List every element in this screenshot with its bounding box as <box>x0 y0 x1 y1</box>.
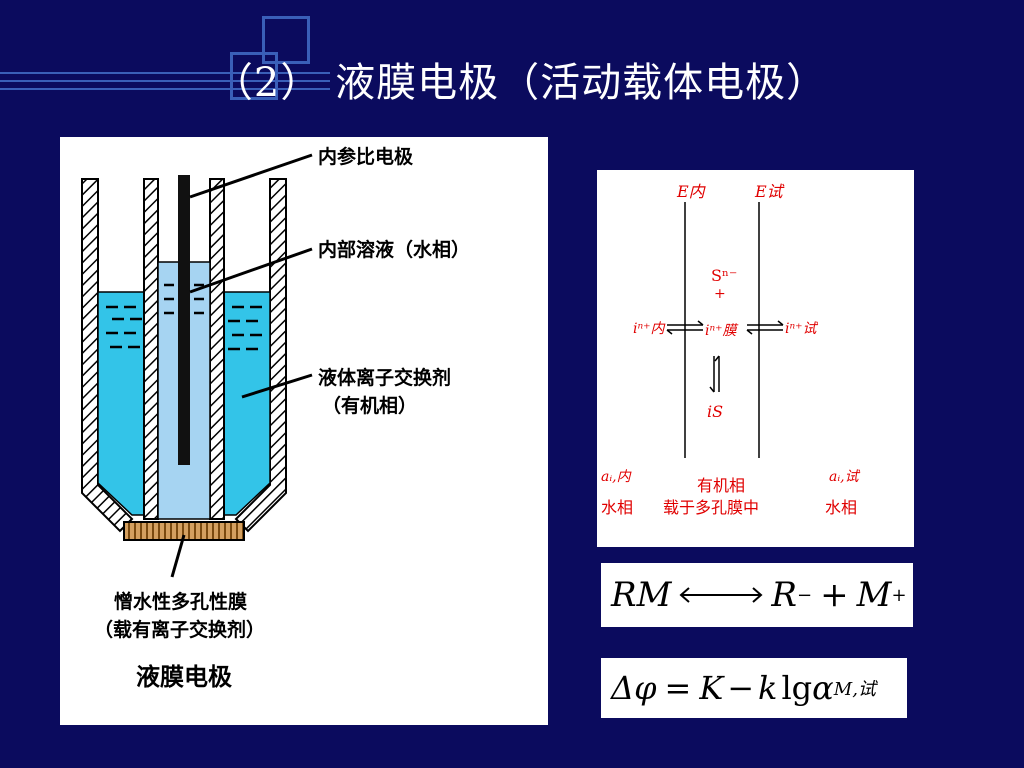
label-i-test: iⁿ⁺试 <box>785 321 817 337</box>
leader-lines <box>170 153 313 578</box>
electrode-diagram-panel: 内参比电极 内部溶液（水相） 液体离子交换剂 （有机相） 憎水性多孔性膜 （载有… <box>60 137 548 725</box>
label-i-inner: iⁿ⁺内 <box>633 321 665 337</box>
inner-reference-electrode <box>178 175 190 465</box>
label-organic-phase: 有机相 <box>697 476 746 495</box>
label-e-test: E试 <box>755 182 783 201</box>
label-organic-phase: （有机相） <box>322 395 418 417</box>
diagram-caption: 液膜电极 <box>136 663 232 691</box>
label-membrane-content: （载有离子交换剂） <box>94 619 266 641</box>
scheme-lines <box>666 202 784 458</box>
outer-tube-wall-right <box>234 178 287 533</box>
decor-line <box>0 80 330 82</box>
decor-square <box>230 52 278 100</box>
label-a-inner: aᵢ,内 <box>601 469 631 485</box>
label-ion-exchanger: 液体离子交换剂 <box>318 367 452 389</box>
label-inner-solution: 内部溶液（水相） <box>318 239 471 261</box>
eq2-minus: − <box>727 669 755 707</box>
label-in-porous-membrane: 载于多孔膜中 <box>663 498 760 517</box>
eq1-plus: + <box>820 575 849 615</box>
equation-dissociation: RM R− + M+ <box>601 563 913 627</box>
eq2-k-const: K <box>699 669 724 707</box>
eq2-alpha: α <box>812 669 834 707</box>
label-water-phase-right: 水相 <box>825 498 858 517</box>
label-water-phase-left: 水相 <box>601 498 634 517</box>
outer-tube-wall-left <box>81 178 134 533</box>
liquid-dashes <box>106 283 262 351</box>
slide-title: （2） 液膜电极（活动载体电极） <box>212 60 828 106</box>
label-porous-membrane: 憎水性多孔性膜 <box>114 591 248 613</box>
ion-exchange-scheme: E内 E试 Sⁿ⁻ + iⁿ⁺内 iⁿ⁺膜 iⁿ⁺试 iS aᵢ,内 aᵢ,试 … <box>597 170 914 547</box>
inner-tube-wall-right <box>209 178 225 520</box>
equilibrium-arrows <box>666 320 784 393</box>
label-inner-reference-electrode: 内参比电极 <box>318 146 414 168</box>
eq2-equals: = <box>664 669 692 707</box>
eq1-lhs: RM <box>611 575 672 615</box>
label-is: iS <box>707 402 724 421</box>
double-arrow-icon <box>679 587 763 603</box>
label-a-test: aᵢ,试 <box>829 469 859 485</box>
label-i-membrane: iⁿ⁺膜 <box>705 323 737 339</box>
decor-square <box>262 16 310 64</box>
label-e-inner: E内 <box>677 182 705 201</box>
eq1-plus-sup: + <box>891 584 907 606</box>
inner-tube-wall-left <box>143 178 159 520</box>
decor-line <box>0 88 330 90</box>
eq2-delta-phi: Δφ <box>611 669 657 707</box>
label-s-anion: Sⁿ⁻ <box>711 266 738 285</box>
eq2-k: k <box>758 669 778 707</box>
electrode-diagram <box>81 153 313 578</box>
decor-line <box>0 72 330 74</box>
eq2-subscript: M,试 <box>833 679 876 700</box>
eq1-m: M <box>856 575 892 615</box>
eq1-r: R <box>771 575 798 615</box>
label-plus: + <box>714 286 726 302</box>
eq2-lg: lg <box>781 669 813 707</box>
eq1-minus: − <box>797 584 813 606</box>
